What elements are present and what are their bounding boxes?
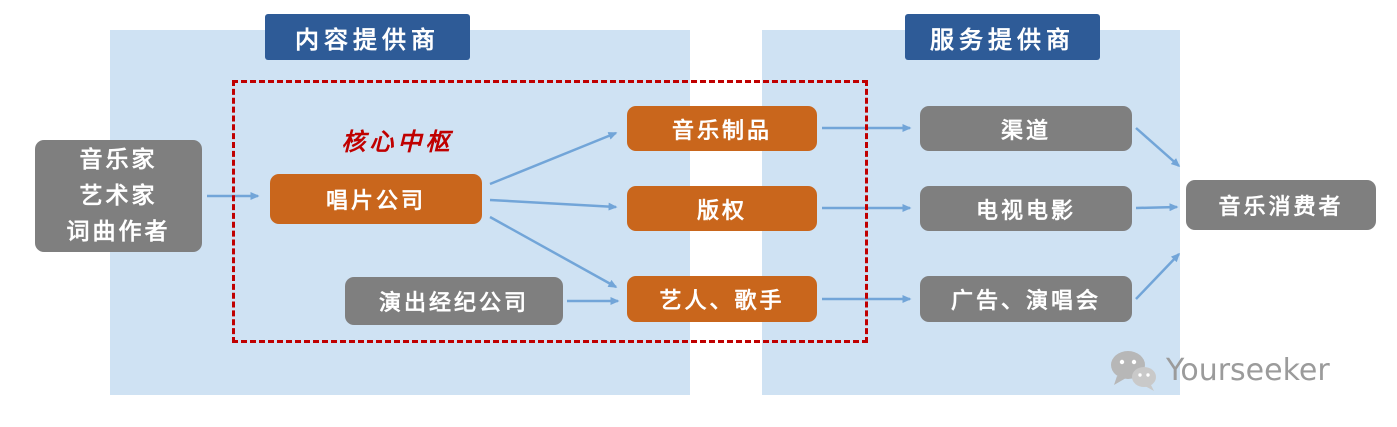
header-service-provider: 服务提供商	[905, 14, 1100, 60]
music-consumers-label: 音乐消费者	[1218, 195, 1344, 220]
copyright-label: 版权	[696, 198, 747, 224]
header-content-provider-label: 内容提供商	[295, 25, 440, 54]
node-performance-agency: 演出经纪公司	[345, 277, 563, 325]
header-content-provider: 内容提供商	[265, 14, 470, 60]
node-music-products: 音乐制品	[627, 106, 817, 151]
node-artists-singers: 艺人、歌手	[627, 276, 817, 322]
wechat-icon	[1111, 351, 1156, 391]
watermark: Yourseeker	[1108, 348, 1330, 392]
core-hub-outline	[232, 80, 868, 343]
node-ads-concerts: 广告、演唱会	[920, 276, 1132, 322]
creators-line-2: 艺术家	[79, 183, 158, 209]
node-record-company: 唱片公司	[270, 174, 482, 224]
performance-agency-label: 演出经纪公司	[378, 291, 529, 316]
artists-singers-label: 艺人、歌手	[659, 289, 785, 314]
node-copyright: 版权	[627, 186, 817, 231]
tv-film-label: 电视电影	[975, 198, 1076, 224]
core-hub-label: 核心中枢	[341, 128, 454, 156]
header-service-provider-label: 服务提供商	[930, 25, 1075, 54]
creators-line-3: 词曲作者	[66, 219, 171, 245]
node-tv-film: 电视电影	[920, 186, 1132, 231]
node-channels: 渠道	[920, 106, 1132, 151]
creators-line-1: 音乐家	[79, 147, 158, 173]
music-products-label: 音乐制品	[671, 118, 772, 144]
ads-concerts-label: 广告、演唱会	[950, 289, 1101, 314]
node-music-consumers: 音乐消费者	[1186, 180, 1376, 230]
record-company-label: 唱片公司	[325, 189, 426, 214]
node-creators: 音乐家 艺术家 词曲作者	[35, 140, 202, 252]
channels-label: 渠道	[1000, 118, 1051, 144]
watermark-brand: Yourseeker	[1166, 352, 1330, 388]
